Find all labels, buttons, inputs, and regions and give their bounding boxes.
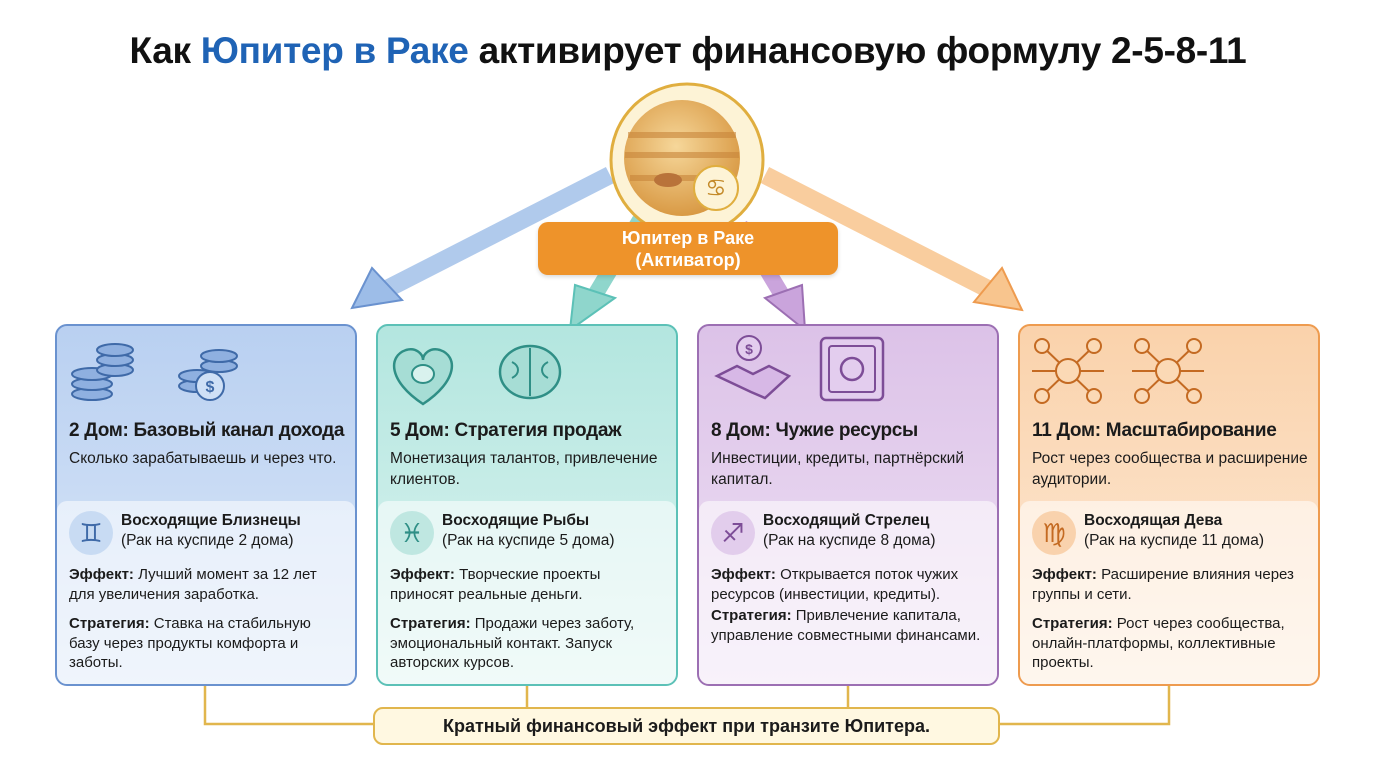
- brain-icon: [498, 344, 562, 400]
- strategy: Стратегия: Ставка на стабильную базу чер…: [69, 615, 311, 671]
- svg-text:$: $: [745, 341, 753, 357]
- heart-brain-icon: [392, 344, 562, 406]
- cusp-note: (Рак на куспиде 8 дома): [763, 532, 936, 549]
- coins-stack-icon: $: [71, 343, 238, 401]
- gemini-icon: ♊: [69, 511, 113, 555]
- arrow-to-house-11: [760, 166, 1024, 312]
- card-title: 5 Дом: Стратегия продаж: [390, 420, 622, 441]
- card-title: 2 Дом: Базовый канал дохода: [69, 420, 345, 441]
- strategy: Стратегия: Продажи через заботу, эмоцион…: [390, 615, 635, 671]
- virgo-icon: ♍: [1032, 511, 1076, 555]
- sagittarius-icon: ♐: [711, 511, 755, 555]
- effect: Эффект: Расширение влияния через группы …: [1032, 566, 1294, 603]
- card-description: Рост через сообщества и расширение аудит…: [1032, 450, 1308, 488]
- bottom-bracket: [203, 686, 1171, 726]
- pisces-icon: ♓: [390, 511, 434, 555]
- house-5-card: 5 Дом: Стратегия продаж Монетизация тала…: [376, 324, 678, 686]
- ascendant-sign: Восходящий Стрелец: [763, 512, 930, 529]
- house-8-card: $ 8 Дом: Чужие ресурсы Инвестиции, креди…: [697, 324, 999, 686]
- svg-text:♋: ♋: [705, 175, 727, 202]
- svg-text:$: $: [206, 379, 215, 396]
- ascendant-sign: Восходящая Дева: [1084, 512, 1223, 529]
- effect: Эффект: Открывается поток чужих ресурсов…: [711, 566, 959, 603]
- page-title: Как Юпитер в Раке активирует финансовую …: [129, 30, 1247, 71]
- cusp-note: (Рак на куспиде 5 дома): [442, 532, 615, 549]
- house-11-card: 11 Дом: Масштабирование Рост через сообщ…: [1018, 324, 1320, 686]
- card-title: 11 Дом: Масштабирование: [1032, 420, 1277, 441]
- safe-icon: [819, 336, 885, 402]
- strategy: Стратегия: Привлечение капитала, управле…: [711, 607, 981, 644]
- ascendant-sign: Восходящие Рыбы: [442, 512, 590, 529]
- activator-label: Юпитер в Раке(Активатор): [538, 222, 838, 275]
- handshake-dollar-icon: $: [714, 335, 885, 402]
- ascendant-sign: Восходящие Близнецы: [121, 512, 301, 529]
- strategy: Стратегия: Рост через сообщества, онлайн…: [1032, 615, 1285, 671]
- effect: Эффект: Лучший момент за 12 лет для увел…: [69, 566, 317, 603]
- card-description: Монетизация талантов, привлечение клиент…: [390, 450, 658, 488]
- effect: Эффект: Творческие проекты приносят реал…: [390, 566, 601, 603]
- network-icon: [1032, 338, 1204, 404]
- card-description: Сколько зарабатываешь и через что.: [69, 450, 337, 467]
- summary-banner: Кратный финансовый эффект при транзите Ю…: [373, 707, 1000, 745]
- card-title: 8 Дом: Чужие ресурсы: [711, 420, 918, 441]
- cusp-note: (Рак на куспиде 2 дома): [121, 532, 294, 549]
- house-2-card: $ 2 Дом: Базовый канал дохода Сколько за…: [55, 324, 357, 686]
- cusp-note: (Рак на куспиде 11 дома): [1084, 532, 1264, 549]
- arrow-to-house-2: [350, 166, 615, 310]
- jupiter-cancer-icon: ♋: [609, 82, 765, 238]
- card-description: Инвестиции, кредиты, партнёрский капитал…: [711, 450, 964, 488]
